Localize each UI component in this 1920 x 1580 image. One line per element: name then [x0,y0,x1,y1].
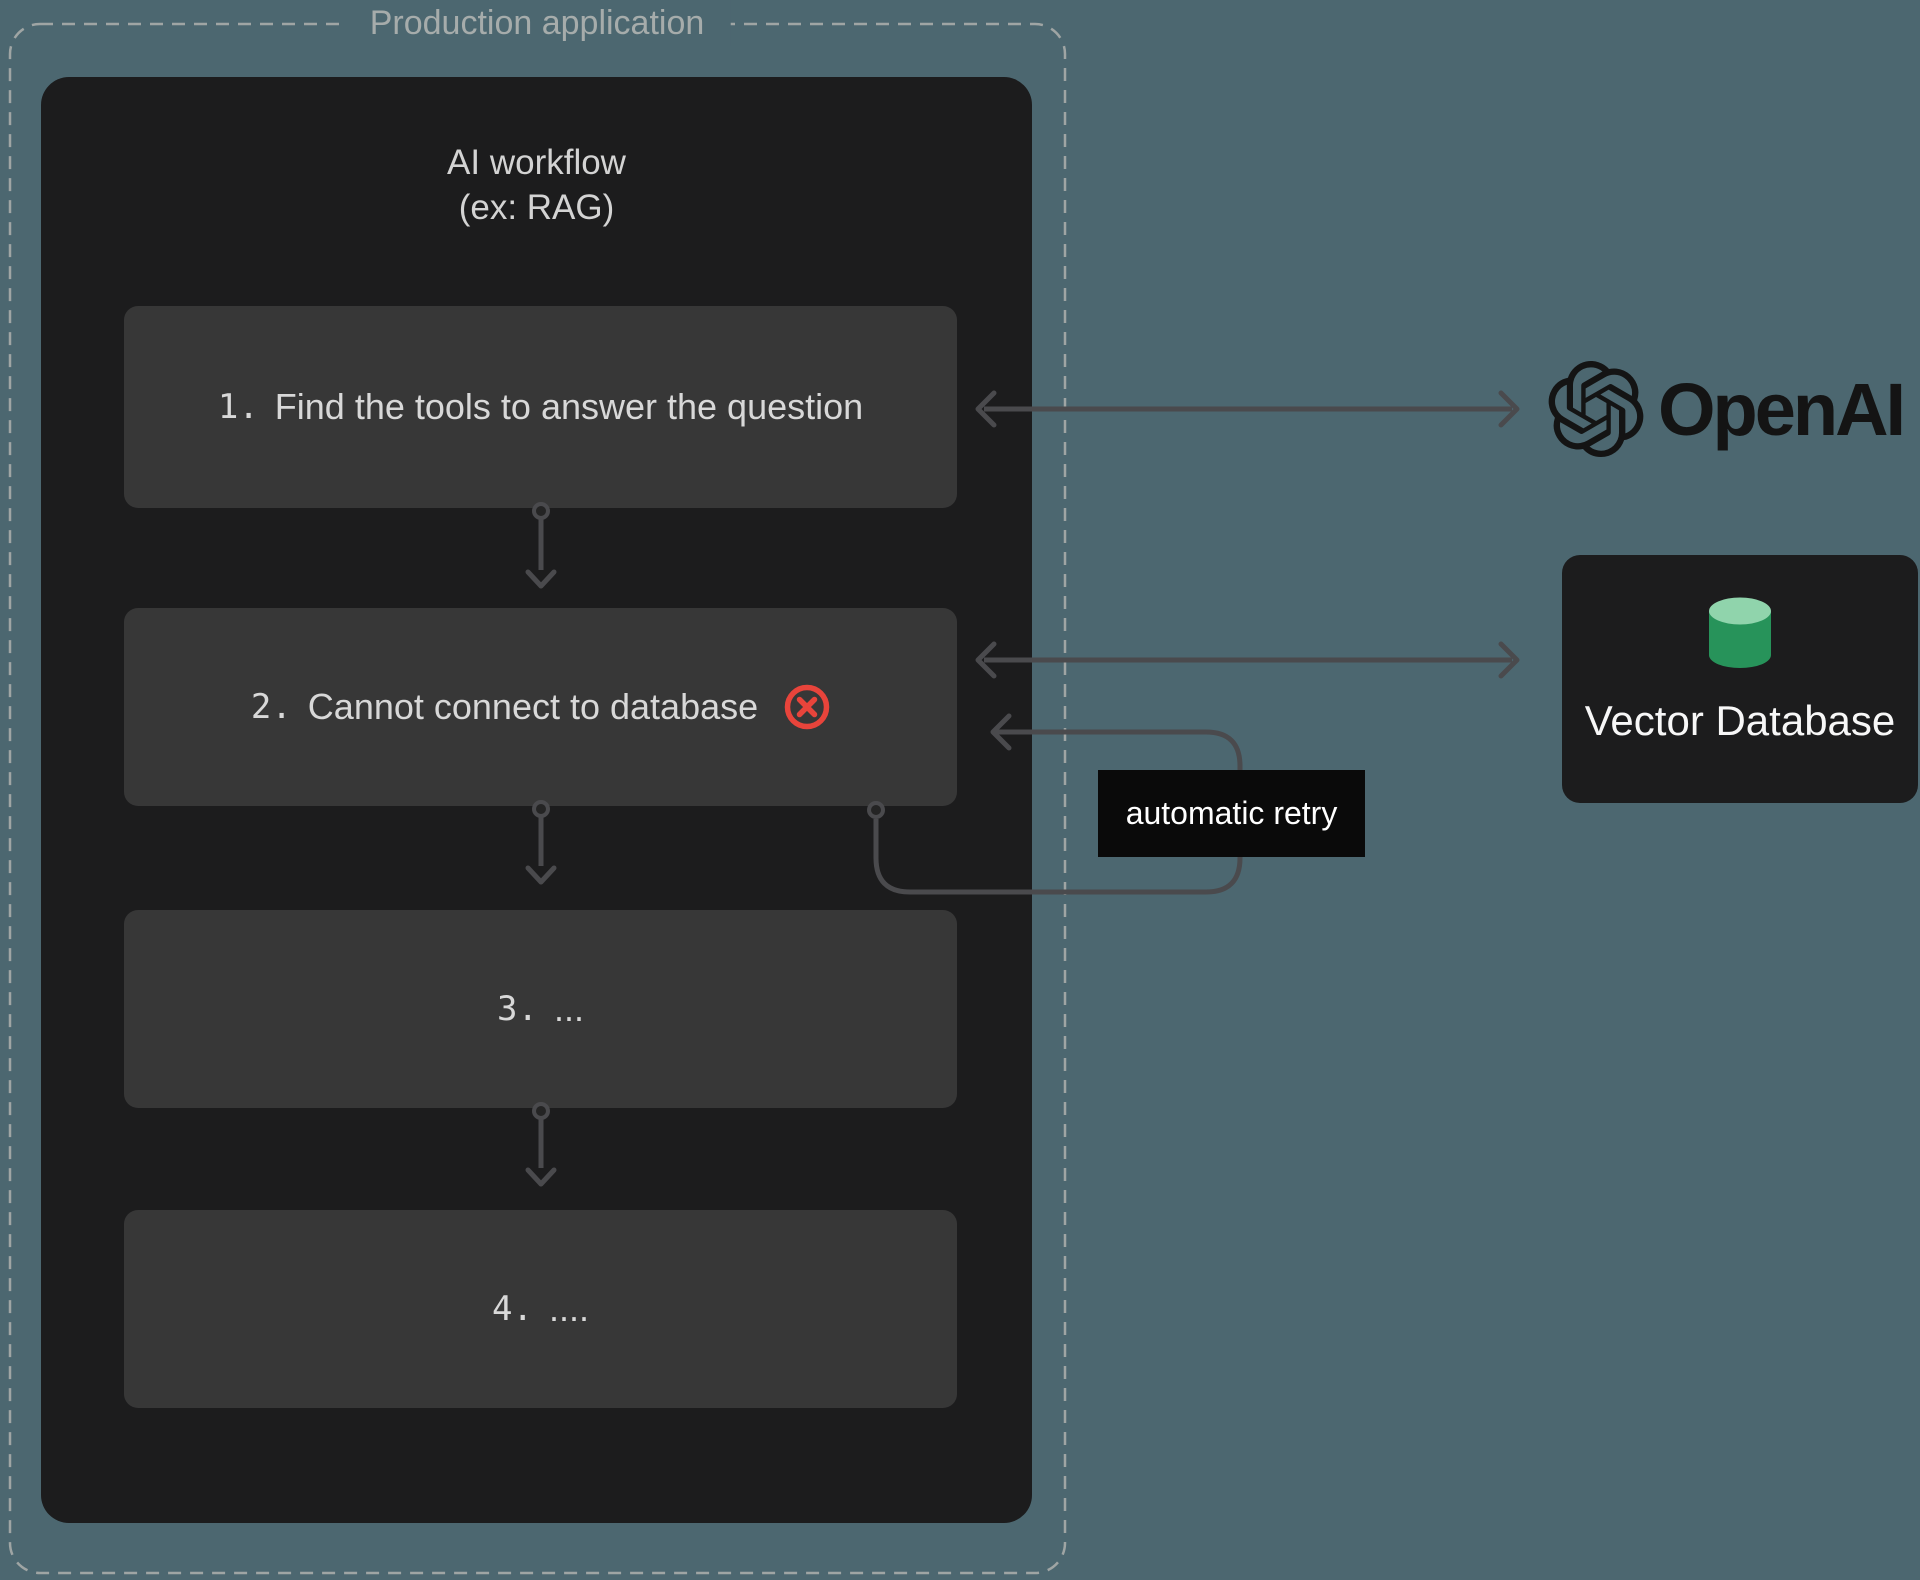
step-label: ... [553,988,584,1029]
vector-database-node: Vector Database [1562,555,1918,803]
arrow-openai [975,390,1520,428]
database-icon [1709,597,1771,668]
automatic-retry-badge: automatic retry [1098,770,1365,857]
step-number: 4. [492,1289,533,1329]
openai-logo: OpenAI [1548,361,1906,457]
step-label: Cannot connect to database [307,686,759,727]
step-number: 1. [217,387,259,427]
arrow-vector-database [975,641,1520,679]
automatic-retry-label: automatic retry [1125,795,1338,831]
step-number: 3. [497,989,538,1029]
step-number: 2. [250,687,292,727]
workflow-title-line1: AI workflow [447,143,626,182]
openai-wordmark: OpenAI [1658,367,1906,451]
step-four: 4. .... [124,1210,957,1408]
step-label: Find the tools to answer the question [274,386,864,427]
workflow-title: AI workflow (ex: RAG) [41,140,1032,230]
openai-flower-icon [1548,361,1644,457]
error-icon [784,684,830,730]
step-three: 3. ... [124,910,957,1108]
step-cannot-connect: 2. Cannot connect to database [124,608,957,806]
workflow-title-line2: (ex: RAG) [458,188,615,227]
step-label: .... [548,1288,589,1329]
step-find-tools: 1. Find the tools to answer the question [124,306,957,508]
production-application-label: Production application [343,0,731,46]
vector-database-label: Vector Database [1584,697,1896,744]
